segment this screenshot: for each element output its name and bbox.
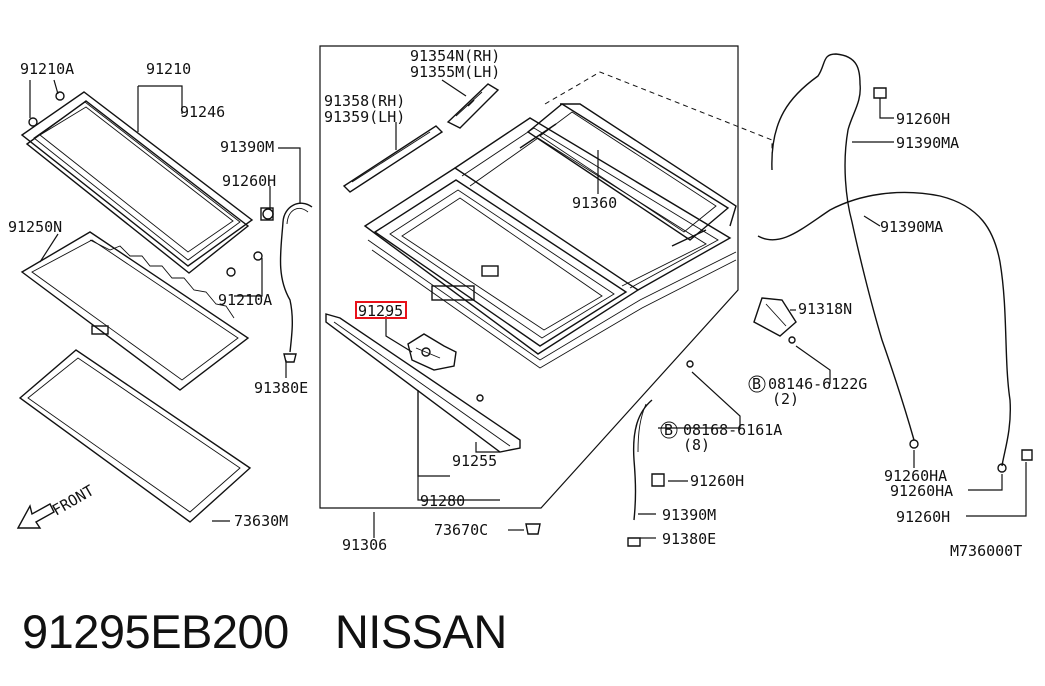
label-91210: 91210 — [146, 60, 191, 78]
drain-hose-91390MA-mid — [757, 191, 1012, 473]
label-91355M: 91355M(LH) — [410, 63, 500, 81]
motor-91295 — [407, 333, 457, 371]
label-91295: 91295 — [358, 302, 403, 320]
label-91306: 91306 — [342, 536, 387, 554]
label-91210A-bottom: 91210A — [218, 291, 272, 309]
front-arrow-icon — [16, 503, 55, 529]
drain-hose-91390MA-top — [771, 53, 919, 449]
clip-91260H-top — [873, 87, 887, 99]
label-91260H-bottom: 91260H — [896, 508, 950, 526]
unit-box-91306 — [319, 45, 739, 509]
drain-hose-91390M-bottom — [627, 399, 665, 547]
drain-hose-91390M-left — [260, 202, 313, 363]
label-08146-qty: (2) — [772, 390, 799, 408]
bolt-badge-08168: B — [660, 421, 678, 439]
label-08168: 08168-6161A — [683, 421, 782, 439]
label-91260H-left: 91260H — [222, 172, 276, 190]
clip-91260H-bottom — [1021, 449, 1033, 461]
badge-letter-08146: B — [752, 375, 761, 393]
label-73630M: 73630M — [234, 512, 288, 530]
parts-diagram: 91210A 91210 91246 91390M 91260H 91250N … — [8, 45, 1033, 560]
label-91246: 91246 — [180, 103, 225, 121]
label-91360: 91360 — [572, 194, 617, 212]
clip-91210A-bottom — [226, 251, 263, 277]
label-91359: 91359(LH) — [324, 108, 405, 126]
label-91390MA-mid: 91390MA — [880, 218, 943, 236]
label-reference-code: M736000T — [950, 542, 1022, 560]
label-91210A-top: 91210A — [20, 60, 74, 78]
label-91380E-bottom: 91380E — [662, 530, 716, 548]
glass-panel-91210 — [20, 91, 254, 274]
screw-91210A-top — [28, 91, 65, 127]
screw-91255 — [476, 394, 484, 402]
leader-lines — [29, 79, 1027, 539]
label-91255: 91255 — [452, 452, 497, 470]
label-91354N: 91354N(RH) — [410, 47, 500, 65]
label-91260H-top: 91260H — [896, 110, 950, 128]
label-91260H-mid: 91260H — [690, 472, 744, 490]
part-caption: 91295EB200 NISSAN — [22, 596, 507, 666]
label-91280: 91280 — [420, 492, 465, 510]
label-91380E-left: 91380E — [254, 379, 308, 397]
bracket-91318N — [753, 297, 797, 337]
label-91260HA-1: 91260HA — [884, 467, 947, 485]
label-91318N: 91318N — [798, 300, 852, 318]
label-91390MA-top: 91390MA — [896, 134, 959, 152]
brand-name: NISSAN — [334, 604, 508, 658]
weatherstrip-73630M — [18, 349, 252, 523]
label-91250N: 91250N — [8, 218, 62, 236]
label-73670C: 73670C — [434, 521, 488, 539]
glass-91360 — [519, 103, 737, 247]
part-number: 91295EB200 — [22, 604, 289, 658]
label-91390M-top: 91390M — [220, 138, 274, 156]
clip-73670C — [525, 523, 541, 535]
label-91390M-bottom: 91390M — [662, 506, 716, 524]
sunshade-91250N — [20, 231, 250, 391]
badge-letter-08168: B — [664, 421, 673, 439]
bolt-08146 — [788, 336, 796, 344]
label-08168-qty: (8) — [683, 436, 710, 454]
bolt-badge-08146: B — [748, 375, 766, 393]
sunroof-frame-91280 — [363, 117, 737, 369]
label-91260HA-2: 91260HA — [890, 482, 953, 500]
deflector-91255 — [325, 313, 521, 453]
rail-91358 — [342, 125, 444, 193]
label-08146: 08146-6122G — [768, 375, 867, 393]
label-91358: 91358(RH) — [324, 92, 405, 110]
highlight-91295 — [355, 301, 407, 319]
label-front: FRONT — [49, 481, 97, 519]
rail-91354N — [446, 83, 500, 129]
bolt-08168 — [686, 360, 694, 368]
